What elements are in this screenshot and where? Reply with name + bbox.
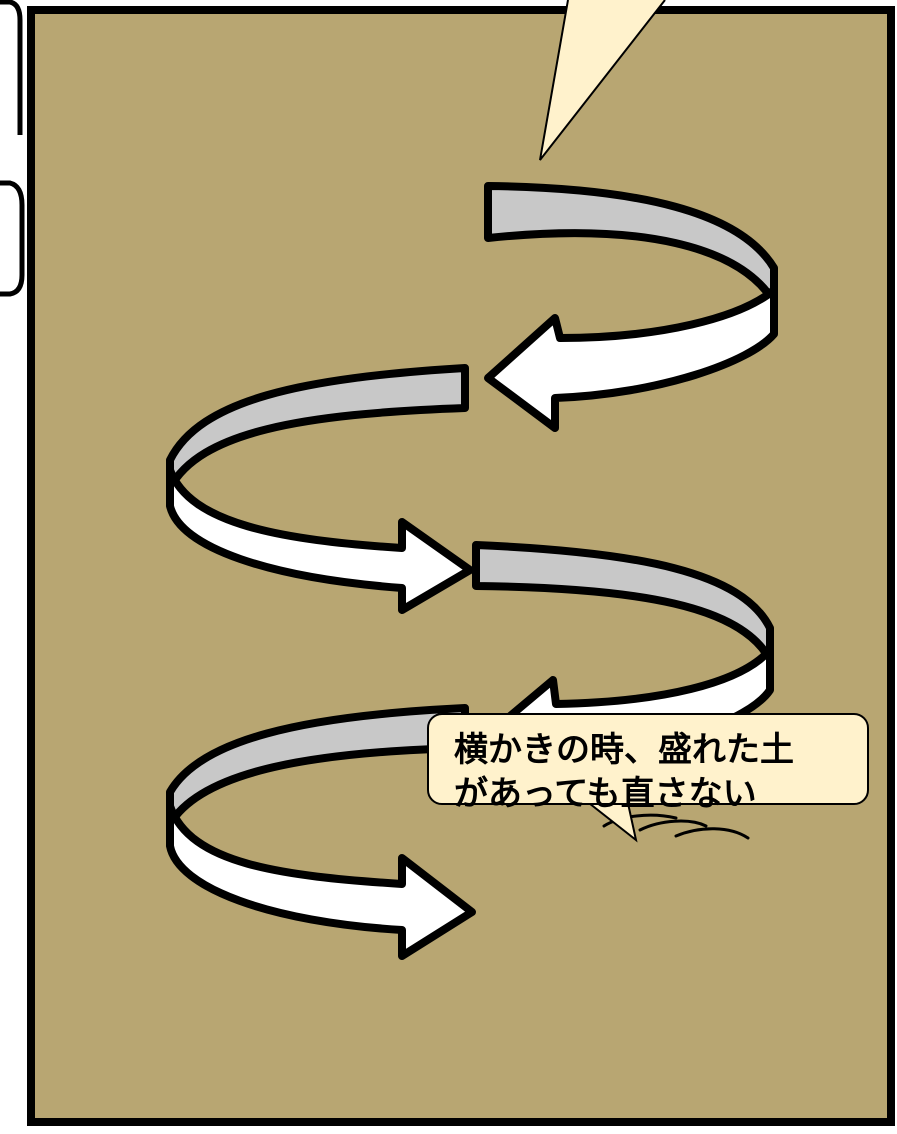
callout-text: 横かきの時、盛れた土 があっても直さない bbox=[428, 714, 868, 814]
spiral-band-front-1 bbox=[484, 286, 778, 432]
top-callout-tail bbox=[539, 0, 666, 161]
left-edge-fragment-mid bbox=[0, 180, 25, 297]
left-edge-fragment-top bbox=[0, 0, 23, 135]
callout-line-2: があっても直さない bbox=[454, 774, 757, 814]
soil-mound-marks bbox=[602, 813, 750, 840]
spiral-arrow bbox=[166, 182, 778, 960]
spiral-band-front-2 bbox=[166, 466, 474, 614]
spiral-band-front-4 bbox=[166, 802, 476, 960]
callout-line-1: 横かきの時、盛れた土 bbox=[454, 730, 794, 770]
